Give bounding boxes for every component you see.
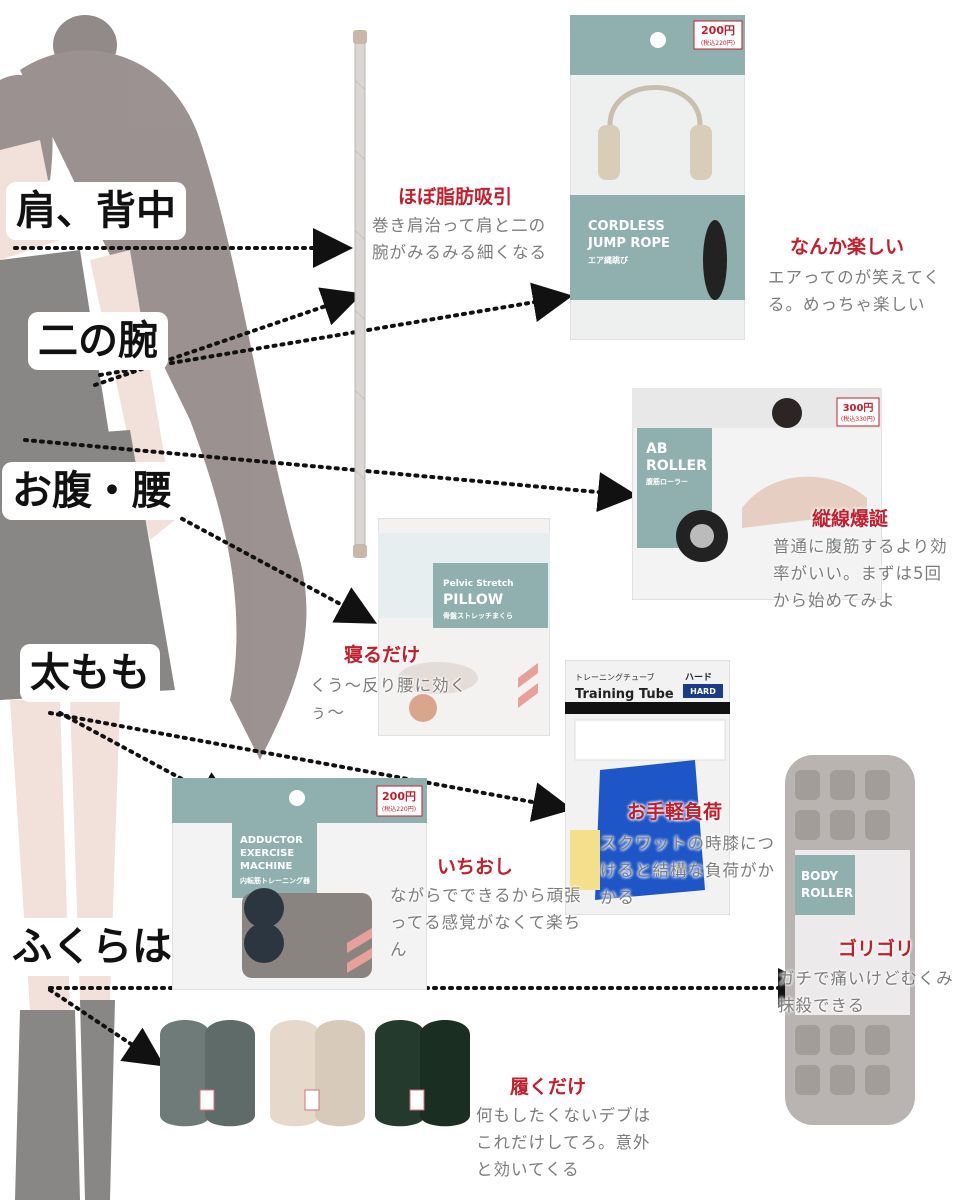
- ab-roller-desc: 普通に腹筋するより効率がいい。まずは5回から始めてみよ: [773, 537, 948, 610]
- adductor-desc: ながらでできるから頑張ってる感覚がなくて楽ちん: [390, 886, 582, 959]
- slippers-image: [160, 1020, 470, 1127]
- jump-rope-pkg-title-2: JUMP ROPE: [587, 236, 670, 251]
- body-roller-image: BODY ROLLER: [785, 755, 915, 1125]
- adductor-pkg-title-2: EXERCISE: [240, 848, 294, 859]
- pelvic-pkg-title-1: Pelvic Stretch: [443, 579, 514, 589]
- body-roller-title: ゴリゴリ: [838, 938, 915, 960]
- adductor-pkg-sub: 内転筋トレーニング器: [240, 876, 311, 885]
- jump-rope-package: 200円 (税込220円) CORDLESS JUMP ROPE エア縄跳び: [570, 15, 745, 340]
- stretch-pole-title: ほぼ脂肪吸引: [398, 186, 513, 208]
- training-tube-desc: スクワットの時膝につけると結構な負荷がかかる: [600, 834, 775, 907]
- tube-pkg-title: Training Tube: [575, 687, 674, 702]
- roller-pkg-title-2: ROLLER: [801, 886, 853, 900]
- ab-roller-pkg-title-1: AB: [646, 441, 668, 457]
- adductor-pkg-title-1: ADDUCTOR: [240, 835, 303, 846]
- pelvic-pillow-title: 寝るだけ: [344, 644, 421, 666]
- label-upper-arm: 二の腕: [28, 312, 168, 370]
- jump-rope-pkg-title-1: CORDLESS: [588, 219, 665, 234]
- pelvic-pkg-sub: 骨盤ストレッチまくら: [443, 611, 513, 620]
- pelvic-pillow-package: Pelvic Stretch PILLOW 骨盤ストレッチまくら: [378, 518, 550, 736]
- tube-hardness-en: HARD: [690, 687, 716, 696]
- tube-hardness: ハード: [685, 672, 712, 683]
- adductor-machine-package: 200円 (税込220円) ADDUCTOR EXERCISE MACHINE …: [172, 778, 427, 990]
- label-belly-waist: お腹・腰: [2, 462, 182, 520]
- ab-roller-pkg-sub: 腹筋ローラー: [645, 477, 688, 486]
- ab-roller-package: 300円 (税込330円) AB ROLLER 腹筋ローラー: [632, 388, 882, 600]
- slippers-desc: 何もしたくないデブはこれだけしてろ。意外と効いてくる: [476, 1106, 651, 1179]
- ab-roller-price: 300円: [843, 402, 874, 414]
- roller-pkg-title-1: BODY: [801, 869, 838, 883]
- training-tube-package: トレーニングチューブ Training Tube ハード HARD: [565, 660, 730, 915]
- tube-pkg-sub: トレーニングチューブ: [575, 672, 655, 682]
- slippers-title: 履くだけ: [510, 1076, 587, 1098]
- stretch-pole-image: [353, 30, 367, 558]
- adductor-price-tax: (税込220円): [382, 805, 416, 813]
- pelvic-pillow-desc: くう〜反り腰に効くぅ〜: [310, 676, 468, 722]
- ab-roller-price-tax: (税込330円): [841, 415, 875, 423]
- adductor-pkg-title-3: MACHINE: [240, 861, 292, 872]
- jump-rope-desc: エアってのが笑えてくる。めっちゃ楽しい: [768, 268, 941, 314]
- pelvic-pkg-title-2: PILLOW: [443, 592, 503, 608]
- training-tube-title: お手軽負荷: [627, 801, 723, 823]
- stretch-pole-desc: 巻き肩治って肩と二の腕がみるみる細くなる: [372, 216, 547, 262]
- jump-rope-pkg-sub: エア縄跳び: [588, 255, 628, 265]
- jump-rope-price-tax: (税込220円): [701, 39, 735, 47]
- label-thigh: 太もも: [20, 644, 160, 702]
- jump-rope-price: 200円: [701, 24, 735, 37]
- adductor-price: 200円: [382, 790, 416, 803]
- jump-rope-title: なんか楽しい: [790, 236, 905, 258]
- ab-roller-title: 縦線爆誕: [812, 508, 889, 530]
- adductor-title: いちおし: [437, 856, 514, 878]
- label-shoulder-back: 肩、背中: [6, 182, 186, 240]
- body-roller-desc: ガチで痛いけどむくみ抹殺できる: [778, 969, 954, 1015]
- ab-roller-pkg-title-2: ROLLER: [646, 458, 707, 474]
